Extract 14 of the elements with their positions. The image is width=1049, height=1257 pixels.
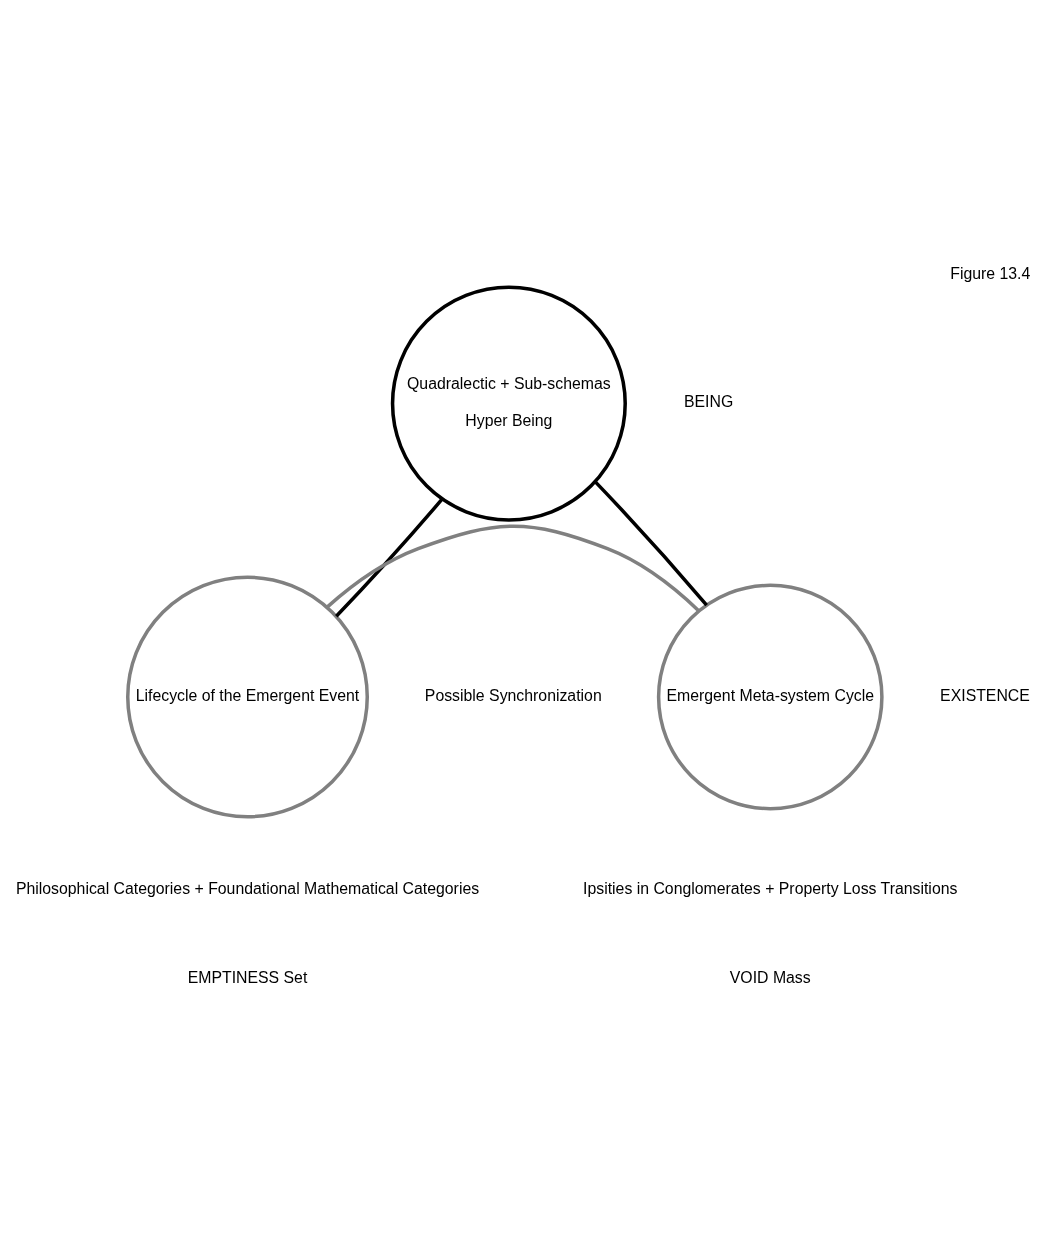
label: EXISTENCE xyxy=(940,686,1030,704)
connector xyxy=(325,524,700,613)
node-circle: Quadralectic + Sub-schemas Hyper Being xyxy=(390,285,627,522)
connector xyxy=(335,498,444,618)
label: Possible Synchronization xyxy=(424,686,602,704)
label: Ipsities in Conglomerates + Property Loss Transitions xyxy=(583,879,958,897)
label: BEING xyxy=(684,393,734,411)
label: EMPTINESS Set xyxy=(187,968,308,986)
label: VOID Mass xyxy=(729,968,811,986)
label: Philosophical Categories + Foundational Mathematical Categories xyxy=(15,879,480,897)
node-circle: Lifecycle of the Emergent Event xyxy=(126,575,369,819)
connector xyxy=(594,480,708,607)
node-circle: Emergent Meta-system Cycle xyxy=(656,583,884,811)
diagram-title: Figure 13.4 xyxy=(950,264,1031,282)
